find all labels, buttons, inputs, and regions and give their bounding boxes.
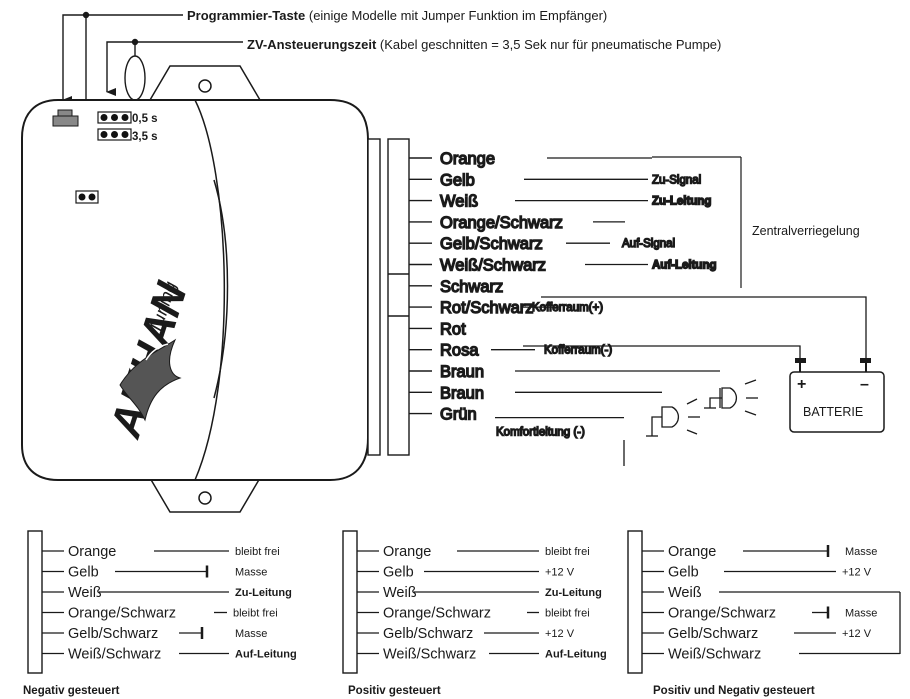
battery: + – BATTERIE (789, 358, 885, 433)
panel-1-note-2: Zu-Leitung (545, 587, 602, 599)
wire-label-10: Braun (440, 363, 484, 381)
panel-0-wire-1: Gelb (68, 565, 99, 581)
panel-0-note-2: Zu-Leitung (235, 587, 292, 599)
zv-ansteuerungszeit-caption: ZV-Ansteuerungszeit (Kabel geschnitten =… (247, 37, 721, 52)
panel-2-title: Positiv und Negativ gesteuert (653, 685, 815, 697)
panel-0-wire-2: Weiß (68, 585, 102, 601)
jumper-35s-label: 3,5 s (132, 131, 158, 143)
panel-1-note-3: bleibt frei (545, 608, 590, 620)
panel-0-note-5: Auf-Leitung (235, 649, 297, 661)
panel-0-wire-4: Gelb/Schwarz (68, 626, 158, 642)
panel-2-wire-5: Weiß/Schwarz (668, 647, 761, 663)
panel-2-wire-0: Orange (668, 544, 716, 560)
panel-0-note-1: Masse (235, 567, 267, 579)
jumper-35s[interactable] (97, 128, 132, 141)
zentralverriegelung-label: Zentralverriegelung (752, 224, 860, 238)
wire-label-6: Schwarz (440, 278, 503, 296)
panel-1-wire-4: Gelb/Schwarz (383, 626, 473, 642)
note-komfortleitung: Komfortleitung (-) (496, 427, 585, 439)
wire-label-5: Weiß/Schwarz (440, 257, 546, 275)
wire-label-4: Gelb/Schwarz (440, 235, 543, 253)
programmier-taste-caption: Programmier-Taste (einige Modelle mit Ju… (187, 8, 607, 23)
battery-minus: – (860, 376, 869, 393)
note-kofferraum-plus: Kofferraum(+) (532, 302, 603, 314)
panel-1-wire-5: Weiß/Schwarz (383, 647, 476, 663)
lamp-icon-1 (704, 379, 758, 416)
wire-label-12: Grün (440, 406, 477, 424)
wire-label-3: Orange/Schwarz (440, 214, 563, 232)
module-housing (21, 65, 369, 513)
panel-0-note-0: bleibt frei (235, 546, 280, 558)
wire-label-11: Braun (440, 384, 484, 402)
panel-2-note-1: +12 V (842, 567, 872, 579)
panel-0-wire-0: Orange (68, 544, 116, 560)
note-zu-leitung: Zu-Leitung (652, 196, 711, 208)
jumper-05s[interactable] (97, 111, 132, 124)
panel-1-note-0: bleibt frei (545, 546, 590, 558)
note-zu-signal: Zu-Signal (652, 174, 701, 186)
programmer-button[interactable] (52, 109, 79, 127)
internal-jumper[interactable] (75, 190, 99, 204)
panel-1-note-1: +12 V (545, 567, 575, 579)
panel-1-wire-0: Orange (383, 544, 431, 560)
battery-label: BATTERIE (803, 405, 863, 419)
panel-2-note-0: Masse (845, 546, 877, 558)
note-auf-leitung: Auf-Leitung (652, 260, 717, 272)
wire-label-7: Rot/Schwarz (440, 299, 534, 317)
panel-0-note-3: bleibt frei (233, 608, 278, 620)
panel-2-wire-4: Gelb/Schwarz (668, 626, 758, 642)
panel-1-wire-3: Orange/Schwarz (383, 606, 491, 622)
wire-label-1: Gelb (440, 171, 475, 189)
battery-plus: + (797, 376, 806, 393)
jumper-05s-label: 0,5 s (132, 113, 158, 125)
panel-2-wire-3: Orange/Schwarz (668, 606, 776, 622)
panel-2-wire-2: Weiß (668, 585, 702, 601)
panel-1-title: Positiv gesteuert (348, 685, 441, 697)
wire-label-0: Orange (440, 150, 495, 168)
panel-1-note-5: Auf-Leitung (545, 649, 607, 661)
panel-2-note-3: Masse (845, 608, 877, 620)
wire-label-9: Rosa (440, 342, 479, 360)
panel-0-wire-3: Orange/Schwarz (68, 606, 176, 622)
mount-hole-bottom (198, 491, 212, 505)
note-auf-signal: Auf-Signal (622, 238, 675, 250)
panel-1-wire-1: Gelb (383, 565, 414, 581)
panel-1-wire-2: Weiß (383, 585, 417, 601)
note-kofferraum-minus: Kofferraum(-) (544, 345, 612, 357)
wire-label-2: Weiß (440, 193, 478, 211)
mount-hole-top (198, 79, 212, 93)
panel-0-wire-5: Weiß/Schwarz (68, 647, 161, 663)
lamp-icon-2 (646, 398, 700, 437)
panel-2-note-4: +12 V (842, 628, 872, 640)
battery-wires (523, 296, 867, 362)
panel-1-note-4: +12 V (545, 628, 575, 640)
panel-2-wire-1: Gelb (668, 565, 699, 581)
zentral-bracket (652, 156, 742, 288)
panel-0-note-4: Masse (235, 628, 267, 640)
main-connector (367, 138, 410, 456)
panel-0-title: Negativ gesteuert (23, 685, 120, 697)
wire-label-8: Rot (440, 320, 466, 338)
